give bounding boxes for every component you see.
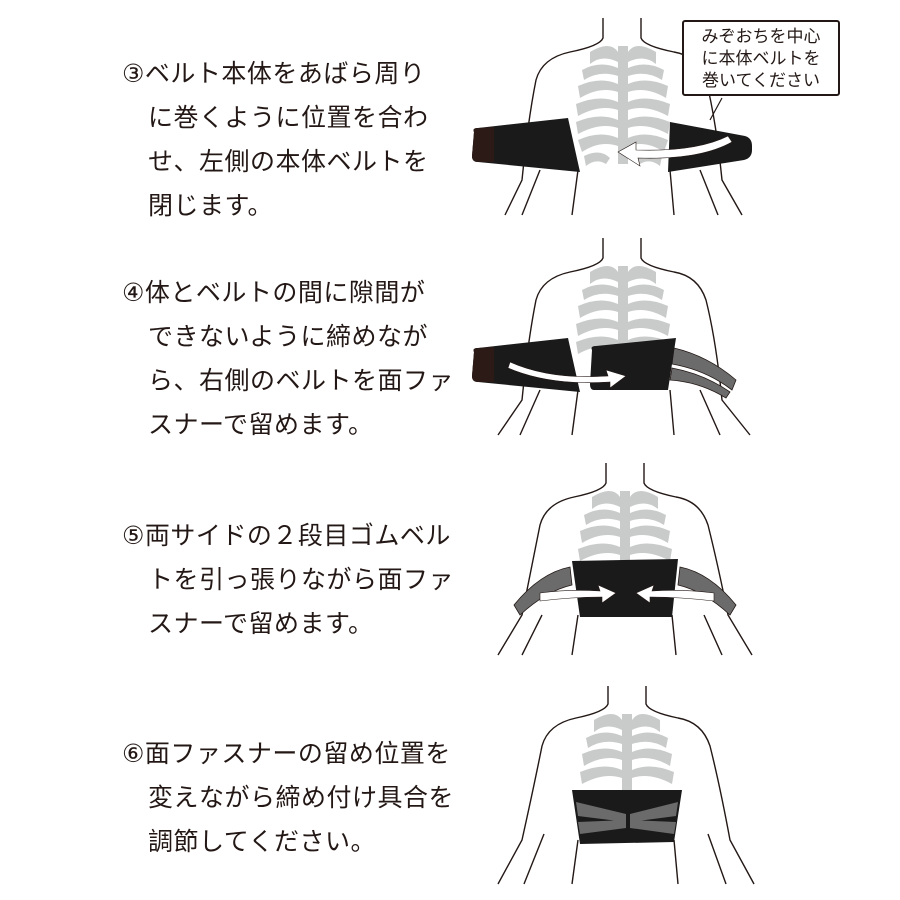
step-6-line-2: 変えながら締め付け具合を (148, 783, 455, 812)
step-4: ④体とベルトの間に隙間が できないように締めなが ら、右側のベルトを面ファ スナ… (0, 225, 900, 450)
ribcage-icon (580, 714, 674, 794)
step-4-line-3: ら、右側のベルトを面ファ (148, 366, 455, 395)
arrow-icon (539, 584, 715, 604)
step-6-text: ⑥面ファスナーの留め位置を 変えながら締め付け具合を 調節してください。 (122, 732, 454, 864)
step-3-line-3: せ、左側の本体ベルトを (148, 147, 429, 176)
step-5: ⑤両サイドの２段目ゴムベル トを引っ張りながら面ファ スナーで留めます。 (0, 450, 900, 670)
step-5-line-1: ⑤両サイドの２段目ゴムベル (122, 521, 451, 550)
step-3-illustration (472, 18, 752, 216)
step-4-line-4: スナーで留めます。 (148, 410, 374, 439)
step-3-text: ③ベルト本体をあばら周り に巻くように位置を合わ せ、左側の本体ベルトを 閉じま… (122, 52, 429, 228)
callout-line-2: に本体ベルトを (701, 49, 821, 69)
step-4-illustration (472, 238, 751, 436)
step-3-line-4: 閉じます。 (148, 191, 274, 220)
step-4-line-1: ④体とベルトの間に隙間が (122, 278, 426, 307)
ribcage-icon (578, 491, 672, 571)
step-5-text: ⑤両サイドの２段目ゴムベル トを引っ張りながら面ファ スナーで留めます。 (122, 514, 454, 646)
step-6-illustration (497, 686, 755, 885)
callout-line-3: 巻いてください (702, 71, 820, 91)
callout-line-1: みぞおちを中心 (701, 27, 821, 47)
step-number: ④ (122, 278, 145, 307)
belt-icon (472, 338, 676, 392)
elastic-belt-icon (513, 566, 737, 616)
step-5-line-3: スナーで留めます。 (148, 609, 374, 638)
step-number: ⑥ (122, 739, 145, 768)
elastic-belt-icon (669, 347, 737, 399)
callout-pointer-icon (709, 97, 723, 121)
step-4-line-2: できないように締めなが (148, 322, 429, 351)
step-4-text: ④体とベルトの間に隙間が できないように締めなが ら、右側のベルトを面ファ スナ… (122, 271, 454, 447)
step-3-line-2: に巻くように位置を合わ (148, 103, 429, 132)
torso-outline-icon (497, 463, 753, 656)
step-6: ⑥面ファスナーの留め位置を 変えながら締め付け具合を 調節してください。 (0, 670, 900, 900)
step-number: ③ (122, 59, 145, 88)
callout-bubble: みぞおちを中心 に本体ベルトを 巻いてください (682, 20, 840, 96)
elastic-belt-icon (576, 802, 678, 834)
belt-icon (572, 559, 678, 617)
step-6-line-1: ⑥面ファスナーの留め位置を (122, 739, 451, 768)
step-5-illustration (497, 463, 753, 656)
step-3-line-1: ③ベルト本体をあばら周り (122, 59, 426, 88)
ribcage-icon (576, 46, 670, 166)
step-5-line-2: トを引っ張りながら面ファ (148, 565, 455, 594)
step-number: ⑤ (122, 521, 145, 550)
step-6-line-3: 調節してください。 (148, 827, 377, 856)
arrow-icon (507, 361, 627, 389)
arrow-icon (617, 135, 733, 167)
step-3: ③ベルト本体をあばら周り に巻くように位置を合わ せ、左側の本体ベルトを 閉じま… (0, 0, 900, 225)
torso-outline-icon (497, 686, 755, 885)
ribcage-icon (576, 266, 670, 384)
